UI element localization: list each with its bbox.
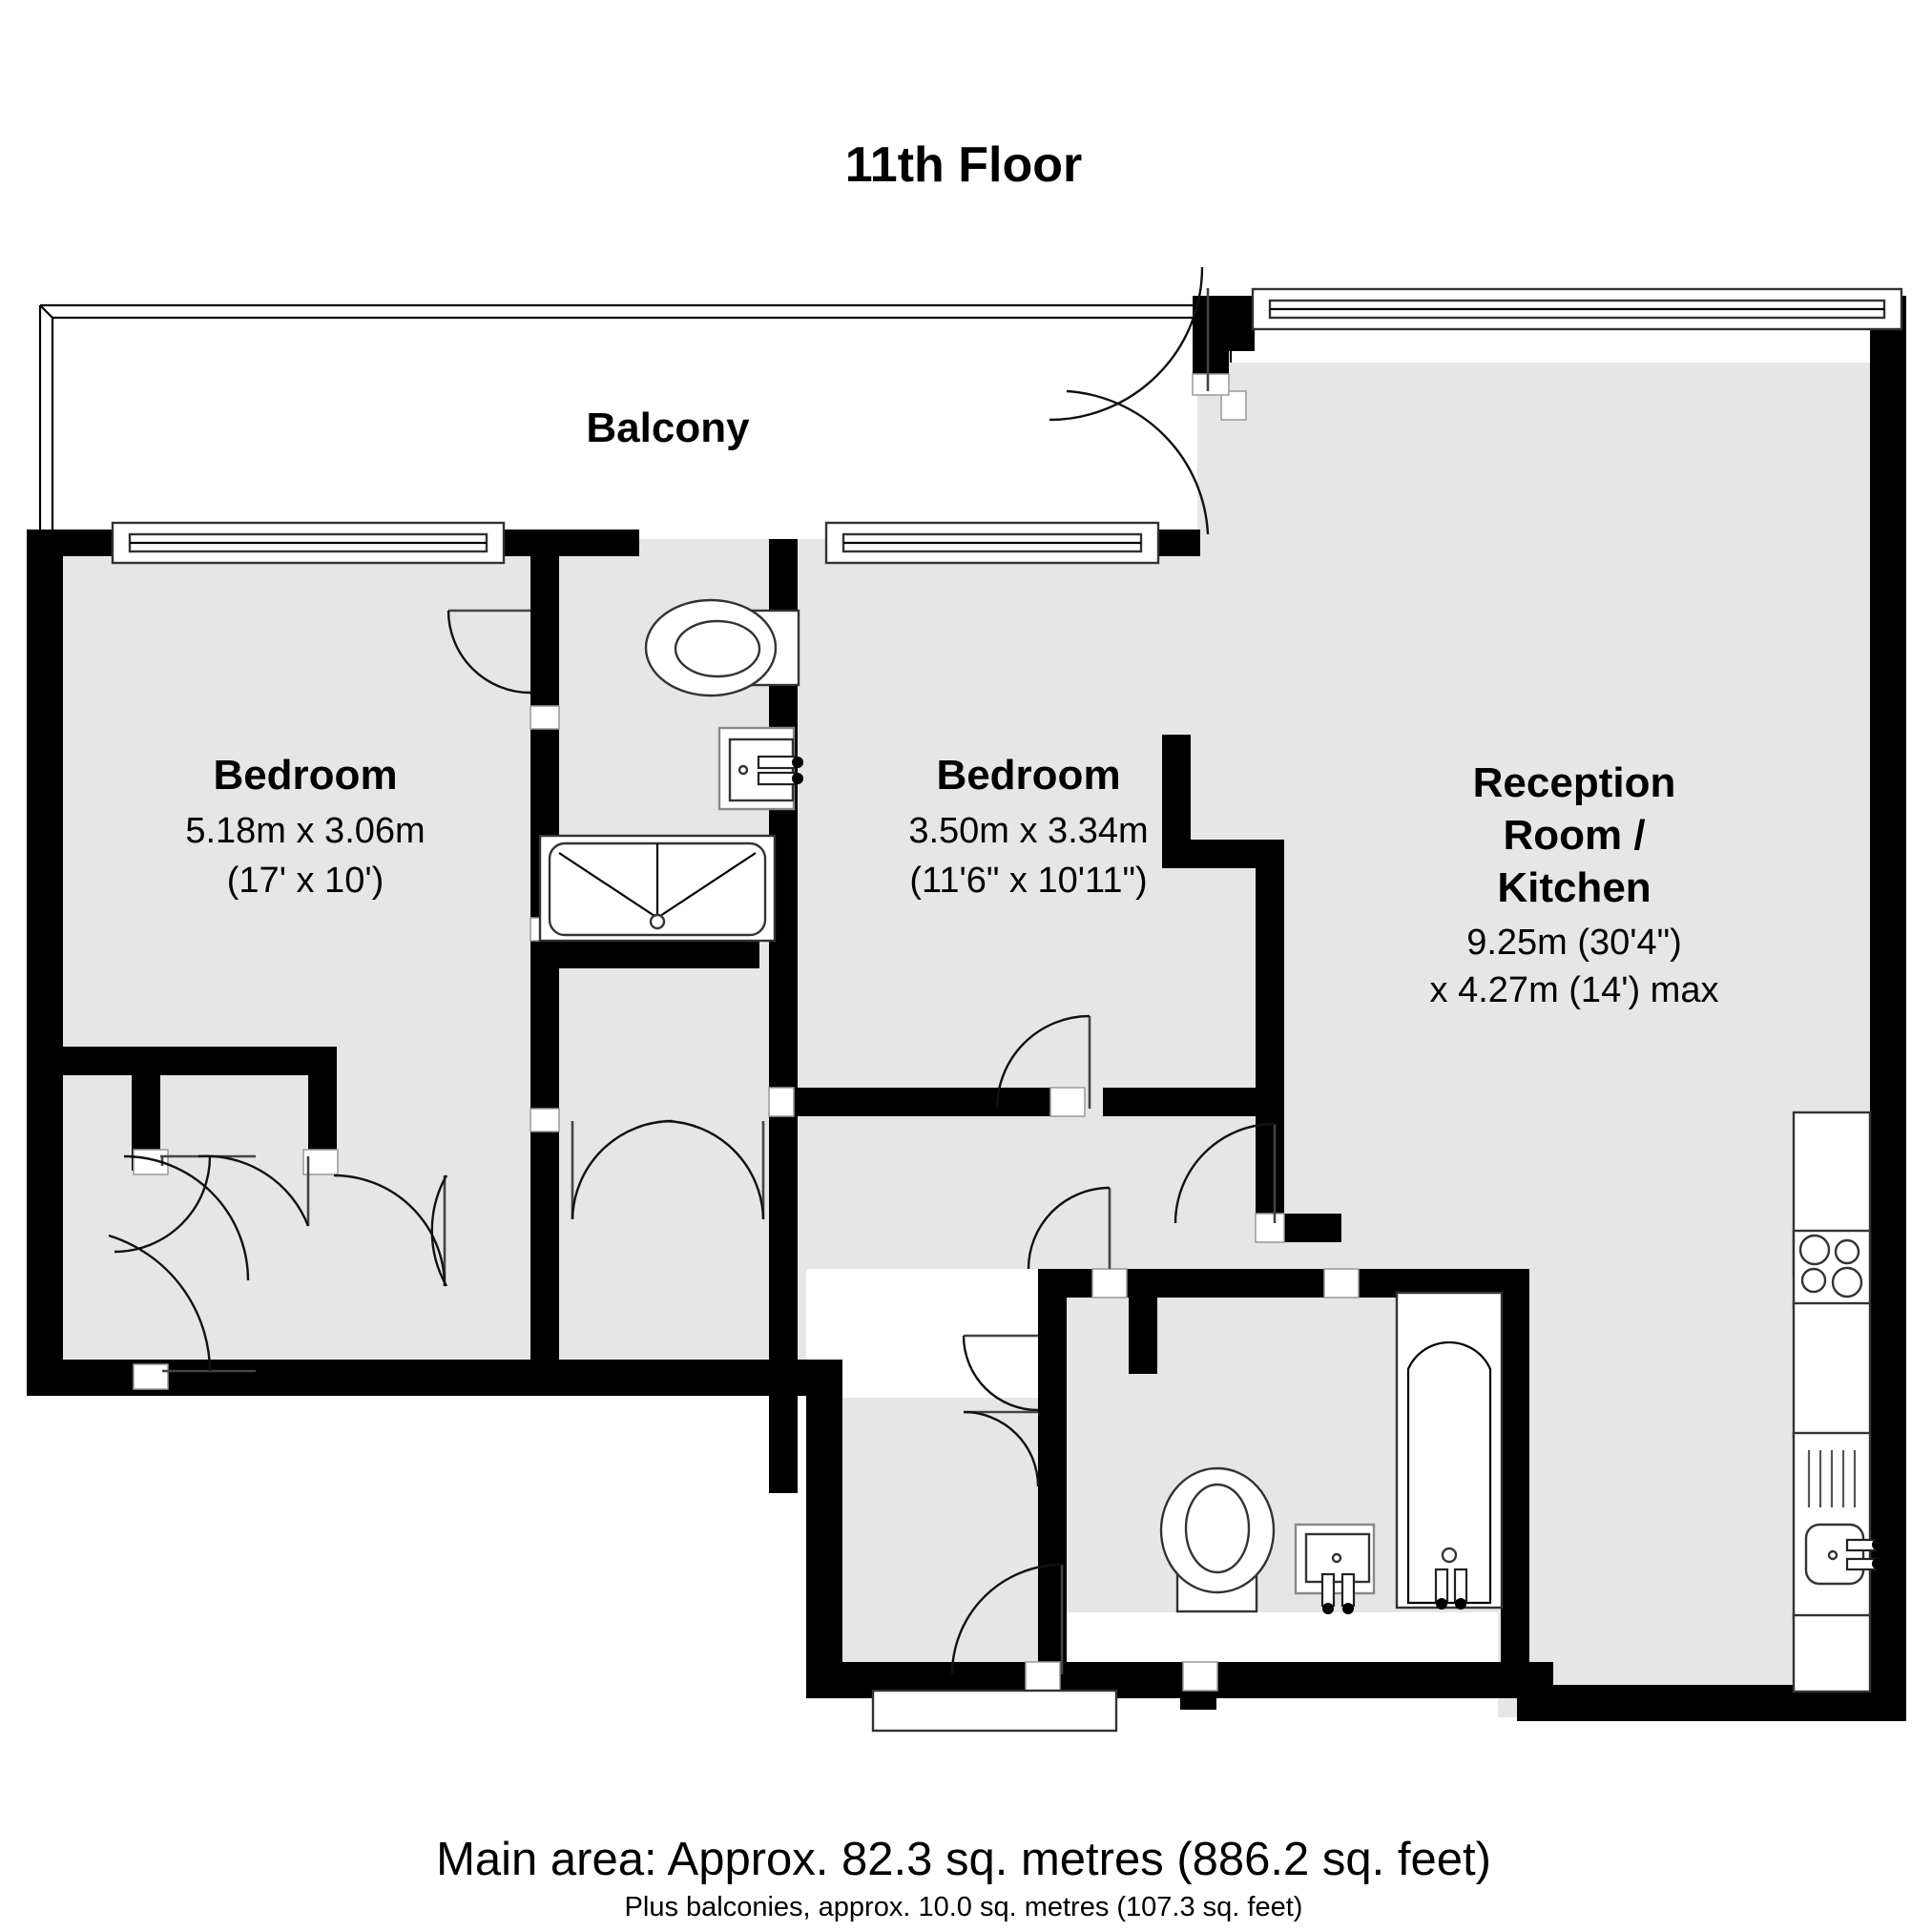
floor-fill-region (33, 363, 1899, 1717)
kitchen-hob (1792, 1229, 1872, 1309)
room-label-balcony: Balcony (586, 405, 750, 451)
svg-text:Reception: Reception (1473, 759, 1676, 806)
page-title: 11th Floor (845, 137, 1082, 193)
svg-text:(11'6" x 10'11"): (11'6" x 10'11") (909, 861, 1147, 901)
door-entrance (871, 1563, 1118, 1733)
door-bedroom-1-top (447, 609, 531, 695)
door-bathroom (1027, 1186, 1111, 1270)
room-label-bedroom-2: Bedroom 3.50m x 3.34m (11'6" x 10'11") (908, 752, 1148, 901)
svg-text:(17' x 10'): (17' x 10') (227, 861, 384, 901)
door-cupboard-lower (108, 1234, 256, 1373)
ensuite-fixtures (538, 598, 803, 943)
kitchen-worktop-lower (1792, 1613, 1872, 1693)
room-label-bedroom-1: Bedroom 5.18m x 3.06m (17' x 10') (185, 752, 425, 901)
internal-walls (27, 539, 1529, 1679)
door-ensuite-double (571, 1119, 765, 1220)
bathroom-toilet (1159, 1466, 1276, 1613)
ensuite-basin (717, 726, 803, 811)
door-hall-bathroom-area (962, 1334, 1040, 1487)
windows (111, 287, 1903, 565)
door-cupboard-right (197, 1154, 310, 1227)
svg-text:Room /: Room / (1503, 812, 1645, 859)
ensuite-shower (538, 834, 777, 943)
svg-text:x 4.27m (14') max: x 4.27m (14') max (1430, 970, 1719, 1010)
svg-text:5.18m x 3.06m: 5.18m x 3.06m (185, 811, 425, 851)
svg-text:Balcony: Balcony (586, 405, 750, 451)
svg-text:9.25m (30'4"): 9.25m (30'4") (1466, 923, 1682, 963)
window-bedroom-2 (824, 521, 1160, 565)
window-bedroom-1 (111, 521, 506, 565)
door-bedroom-1-hall (333, 1174, 448, 1287)
svg-text:Bedroom: Bedroom (936, 752, 1120, 799)
door-bedroom-2 (995, 1014, 1091, 1110)
outer-walls (27, 296, 1906, 1721)
ensuite-toilet-seat (674, 619, 761, 678)
window-reception (1251, 287, 1903, 331)
kitchen-sink (1792, 1431, 1883, 1621)
bathroom-basin (1294, 1523, 1376, 1614)
door-swings (108, 266, 1277, 1733)
bathroom-bath (1395, 1291, 1504, 1610)
kitchen-units (1792, 1111, 1883, 1693)
svg-text:Kitchen: Kitchen (1497, 864, 1651, 911)
room-label-reception-kitchen: Reception Room / Kitchen 9.25m (30'4") x… (1430, 759, 1719, 1010)
footer-main-area: Main area: Approx. 82.3 sq. metres (886.… (436, 1834, 1491, 1885)
svg-text:3.50m x 3.34m: 3.50m x 3.34m (908, 811, 1148, 851)
kitchen-worktop-mid (1792, 1301, 1872, 1439)
svg-text:Bedroom: Bedroom (213, 752, 397, 799)
bathroom-fixtures (1159, 1291, 1504, 1614)
door-reception-hall (1174, 1122, 1277, 1224)
footer-balcony-area: Plus balconies, approx. 10.0 sq. metres … (625, 1892, 1303, 1922)
door-reception-top (1049, 266, 1210, 535)
